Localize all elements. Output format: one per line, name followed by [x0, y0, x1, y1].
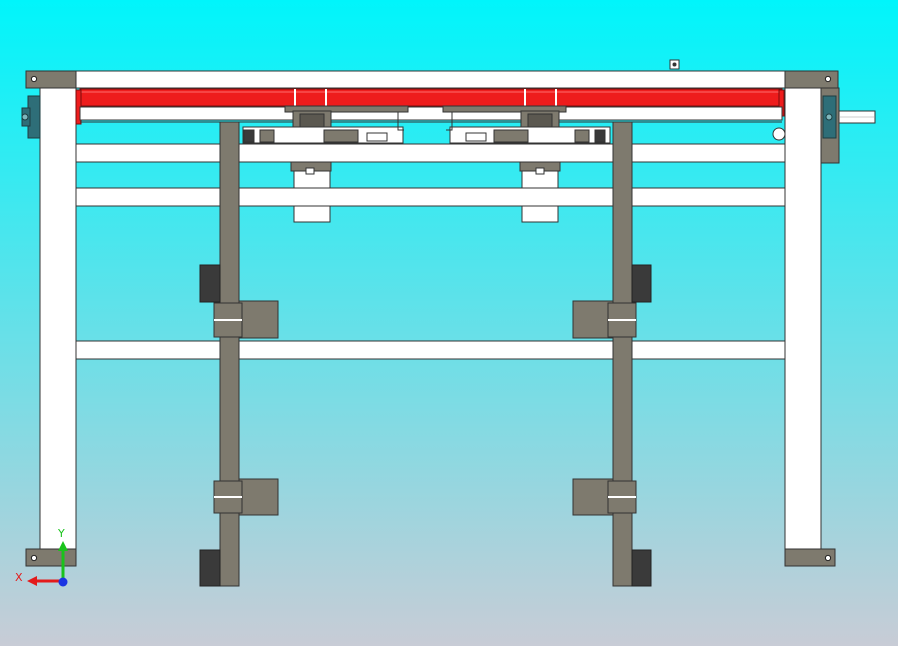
- cross-beam-upper[interactable]: [75, 143, 786, 163]
- right-carriage-assembly[interactable]: [442, 105, 611, 223]
- top-left-corner-plate[interactable]: [25, 70, 77, 89]
- left-carriage-assembly[interactable]: [242, 105, 409, 223]
- xyz-triad-icon: [27, 541, 68, 587]
- red-roller[interactable]: [75, 88, 785, 125]
- top-beam[interactable]: [75, 70, 786, 89]
- left-post[interactable]: [39, 87, 77, 551]
- top-right-corner-plate[interactable]: [784, 70, 839, 89]
- right-bearing-block[interactable]: [820, 87, 840, 164]
- cross-beam-lower[interactable]: [75, 340, 786, 360]
- triad-y-label: Y: [58, 527, 65, 540]
- drive-shaft-end[interactable]: [838, 110, 876, 124]
- right-guide-column[interactable]: [572, 121, 652, 587]
- left-guide-column[interactable]: [199, 121, 279, 587]
- triad-x-label: X: [15, 571, 23, 584]
- sketch-point-icon[interactable]: [669, 59, 680, 70]
- right-post[interactable]: [784, 87, 822, 551]
- left-bearing-block[interactable]: [21, 95, 41, 139]
- lower-roller-shaft[interactable]: [79, 106, 786, 141]
- bottom-left-corner-plate[interactable]: [25, 548, 77, 567]
- cross-beam-middle[interactable]: [75, 187, 786, 207]
- bottom-right-corner-plate[interactable]: [784, 548, 836, 567]
